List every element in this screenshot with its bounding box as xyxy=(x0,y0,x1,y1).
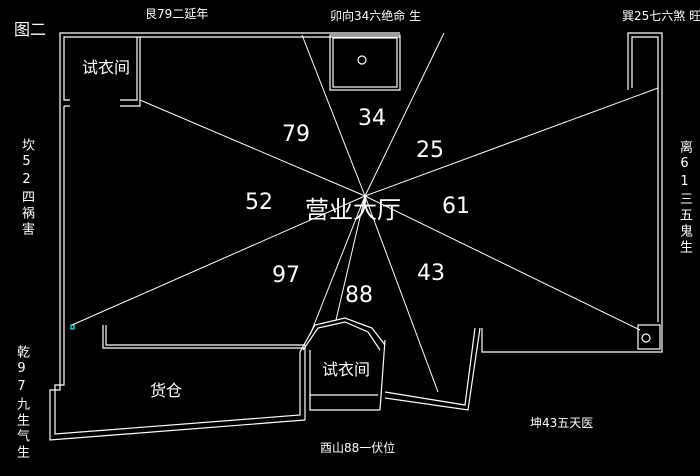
room-fitting-bottom: 试衣间 xyxy=(322,360,371,379)
accent-mark xyxy=(70,324,75,330)
sector-number: 25 xyxy=(416,138,444,163)
sector-number: 34 xyxy=(358,106,386,131)
direction-bottom-center: 酉山88一伏位 xyxy=(320,441,396,455)
room-hall: 营业大厅 xyxy=(305,196,401,224)
sector-number: 43 xyxy=(417,261,445,286)
room-fitting-top: 试衣间 xyxy=(82,58,131,77)
sector-number: 88 xyxy=(345,283,373,308)
sector-number: 79 xyxy=(282,122,310,147)
direction-top-right: 巽25七六煞 旺 xyxy=(622,9,700,23)
direction-top-left: 艮79二延年 xyxy=(145,7,209,21)
direction-top-center: 卯向34六绝命 生 xyxy=(330,9,422,23)
sector-number: 97 xyxy=(272,263,300,288)
direction-bottom-left: 乾97九生气生 xyxy=(14,345,29,461)
sector-number: 52 xyxy=(245,190,273,215)
figure-label: 图二 xyxy=(14,20,47,39)
sector-number: 61 xyxy=(442,194,470,219)
direction-left: 坎52四祸害 xyxy=(19,138,34,238)
room-storage: 货仓 xyxy=(150,381,183,400)
sector-lines xyxy=(71,32,659,393)
direction-right: 离61三五鬼生 xyxy=(677,140,692,256)
direction-bottom-right: 坤43五天医 xyxy=(530,416,594,430)
